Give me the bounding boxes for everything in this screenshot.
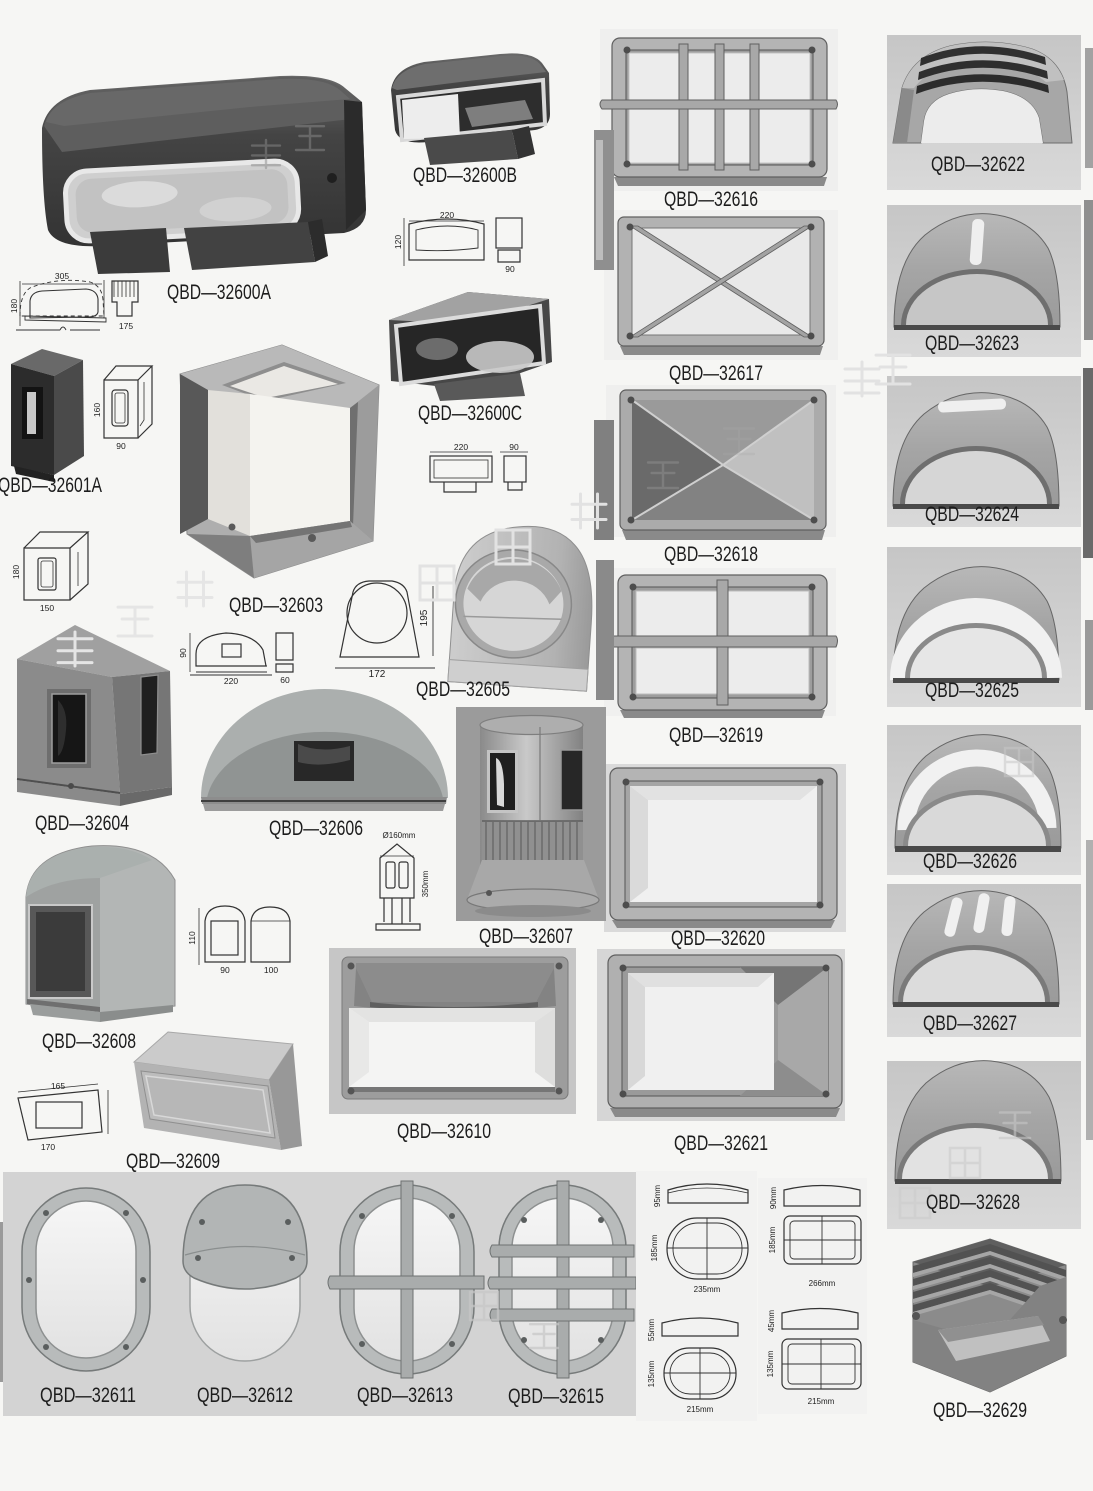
svg-text:QBD—32625: QBD—32625	[925, 679, 1019, 702]
svg-text:QBD—32611: QBD—32611	[40, 1384, 136, 1407]
svg-text:95mm: 95mm	[653, 1185, 662, 1208]
svg-text:QBD—32617: QBD—32617	[669, 362, 763, 385]
svg-text:215mm: 215mm	[808, 1397, 835, 1406]
svg-text:QBD—32629: QBD—32629	[933, 1399, 1027, 1422]
svg-text:QBD—32601A: QBD—32601A	[0, 474, 102, 497]
svg-text:Ø160mm: Ø160mm	[383, 831, 416, 840]
svg-text:90: 90	[505, 264, 515, 274]
svg-text:90: 90	[509, 442, 519, 452]
svg-text:180: 180	[9, 299, 19, 313]
svg-text:QBD—32605: QBD—32605	[416, 678, 510, 701]
svg-text:150: 150	[40, 603, 54, 613]
svg-text:185mm: 185mm	[650, 1234, 659, 1261]
svg-text:QBD—32606: QBD—32606	[269, 817, 363, 840]
svg-text:195: 195	[419, 609, 430, 626]
svg-text:QBD—32626: QBD—32626	[923, 850, 1017, 873]
svg-text:220: 220	[440, 210, 454, 220]
svg-text:170: 170	[41, 1142, 55, 1152]
svg-text:175: 175	[119, 321, 133, 331]
svg-text:QBD—32600B: QBD—32600B	[413, 164, 517, 187]
svg-text:60: 60	[280, 675, 290, 685]
svg-text:90mm: 90mm	[769, 1187, 778, 1210]
svg-text:QBD—32620: QBD—32620	[671, 927, 765, 950]
svg-text:120: 120	[393, 235, 403, 249]
svg-text:QBD—32608: QBD—32608	[42, 1030, 136, 1053]
svg-text:QBD—32607: QBD—32607	[479, 925, 573, 948]
svg-text:185mm: 185mm	[768, 1226, 777, 1253]
svg-text:QBD—32612: QBD—32612	[197, 1384, 293, 1407]
svg-text:QBD—32622: QBD—32622	[931, 153, 1025, 176]
svg-text:QBD—32610: QBD—32610	[397, 1120, 491, 1143]
svg-text:QBD—32616: QBD—32616	[664, 188, 758, 211]
svg-text:172: 172	[369, 669, 386, 680]
svg-text:165: 165	[51, 1081, 65, 1091]
svg-text:135mm: 135mm	[647, 1360, 656, 1387]
svg-text:220: 220	[224, 676, 238, 686]
svg-text:90: 90	[116, 441, 126, 451]
svg-text:QBD—32624: QBD—32624	[925, 503, 1019, 526]
svg-text:QBD—32613: QBD—32613	[357, 1384, 453, 1407]
svg-text:350mm: 350mm	[421, 870, 430, 897]
svg-text:QBD—32627: QBD—32627	[923, 1012, 1017, 1035]
svg-text:100: 100	[264, 965, 278, 975]
svg-text:QBD—32600C: QBD—32600C	[418, 402, 522, 425]
svg-text:90: 90	[178, 648, 188, 658]
svg-text:160: 160	[92, 403, 102, 417]
svg-text:QBD—32604: QBD—32604	[35, 812, 129, 835]
svg-text:QBD—32621: QBD—32621	[674, 1132, 768, 1155]
svg-text:55mm: 55mm	[647, 1319, 656, 1342]
svg-text:266mm: 266mm	[809, 1279, 836, 1288]
svg-text:215mm: 215mm	[687, 1405, 714, 1414]
svg-text:110: 110	[187, 931, 197, 945]
svg-text:QBD—32615: QBD—32615	[508, 1385, 604, 1408]
svg-text:QBD—32618: QBD—32618	[664, 543, 758, 566]
svg-text:QBD—32623: QBD—32623	[925, 332, 1019, 355]
svg-text:305: 305	[55, 271, 69, 281]
svg-text:180: 180	[11, 565, 21, 579]
svg-text:45mm: 45mm	[767, 1310, 776, 1333]
svg-text:235mm: 235mm	[694, 1285, 721, 1294]
svg-text:QBD—32628: QBD—32628	[926, 1191, 1020, 1214]
svg-text:QBD—32609: QBD—32609	[126, 1150, 220, 1173]
svg-text:90: 90	[220, 965, 230, 975]
svg-text:QBD—32619: QBD—32619	[669, 724, 763, 747]
svg-text:QBD—32600A: QBD—32600A	[167, 281, 271, 304]
svg-text:220: 220	[454, 442, 468, 452]
svg-text:135mm: 135mm	[766, 1350, 775, 1377]
svg-text:QBD—32603: QBD—32603	[229, 594, 323, 617]
